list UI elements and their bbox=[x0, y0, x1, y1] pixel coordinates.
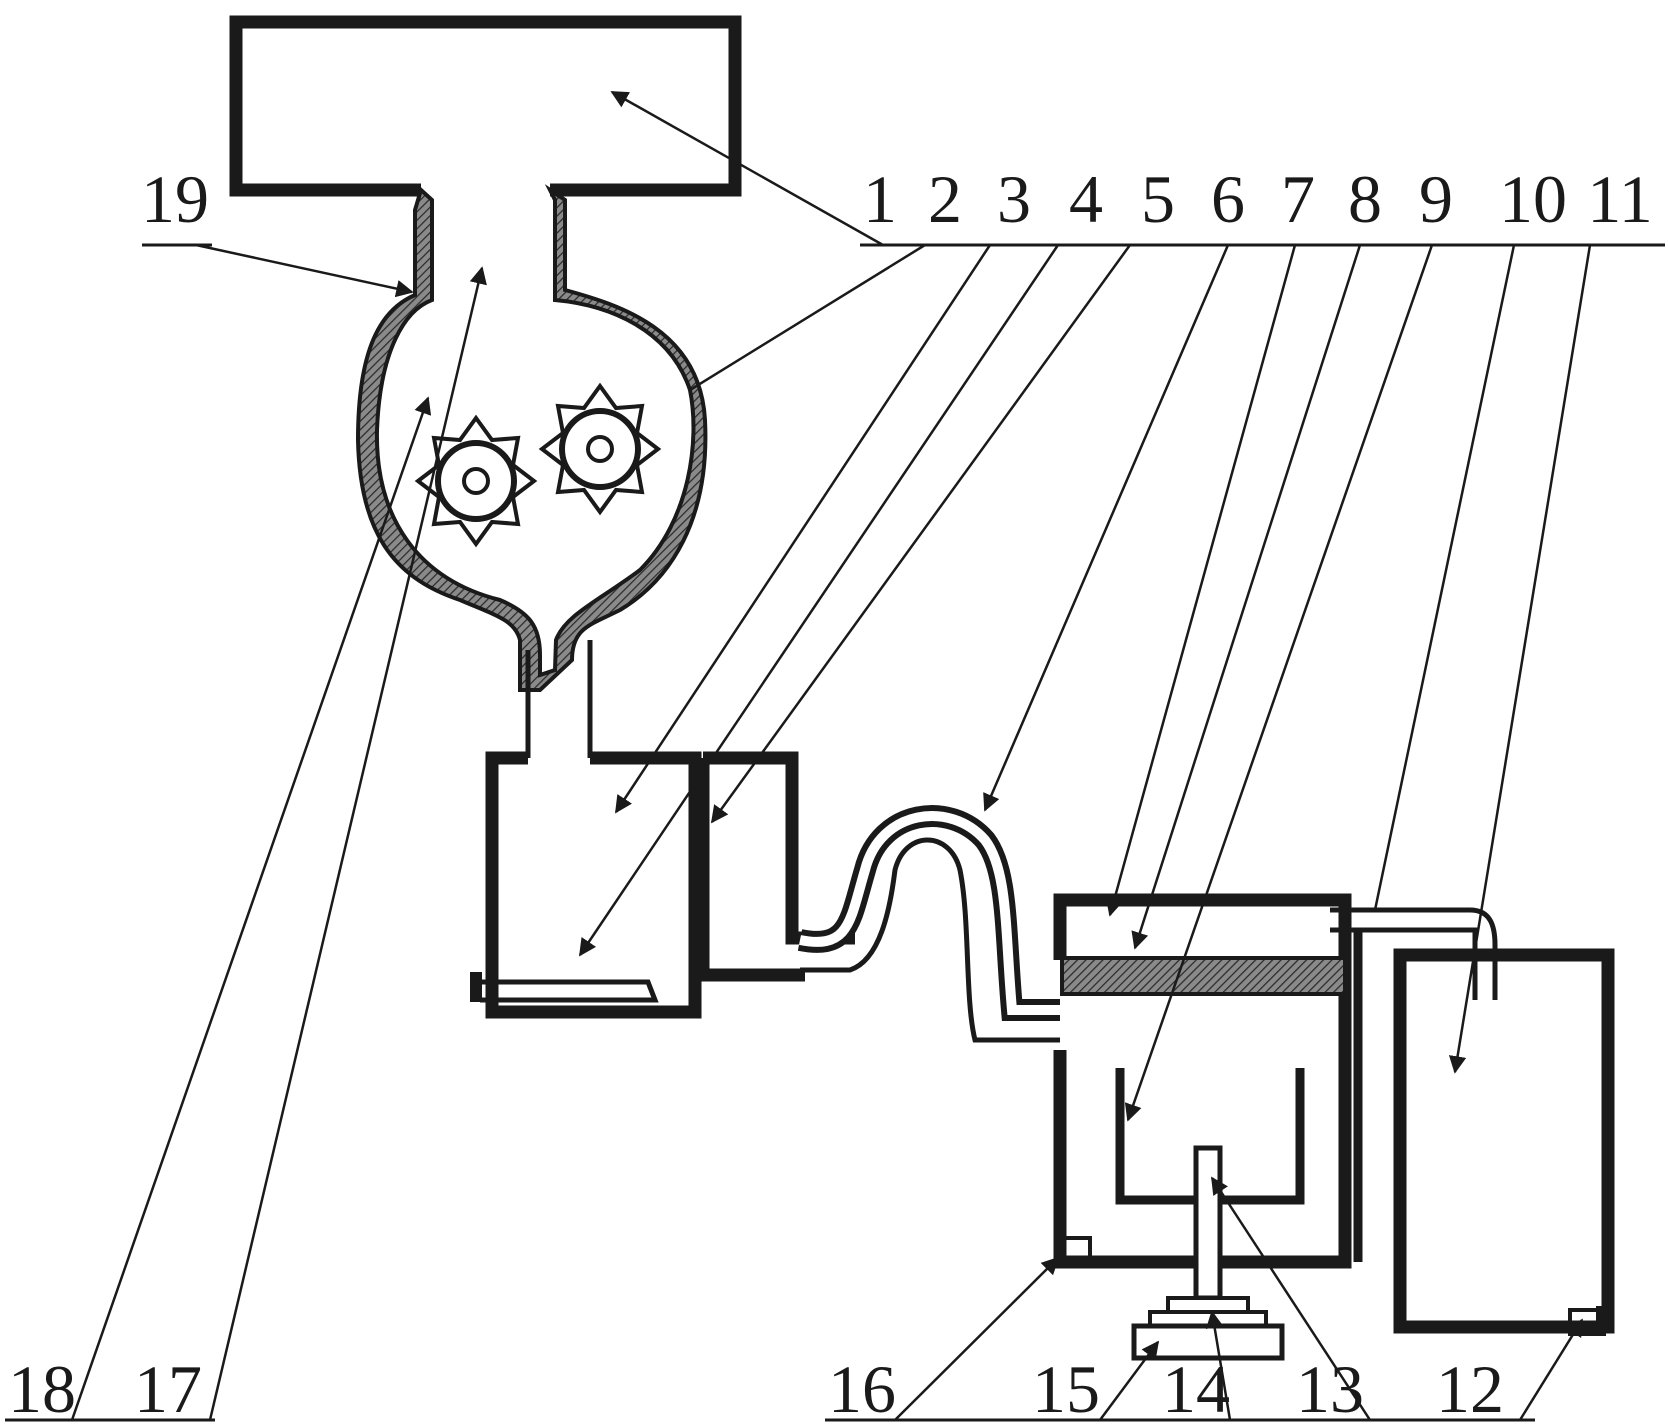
collection-box bbox=[470, 751, 855, 1019]
label-6: 6 bbox=[1211, 161, 1245, 237]
label-14: 14 bbox=[1162, 1351, 1230, 1427]
label-19: 19 bbox=[141, 161, 209, 237]
u-tube bbox=[797, 805, 1060, 1043]
label-17: 17 bbox=[134, 1351, 202, 1427]
right-gear bbox=[538, 382, 662, 516]
label-4: 4 bbox=[1069, 161, 1103, 237]
label-16: 16 bbox=[828, 1351, 896, 1427]
left-gear bbox=[414, 414, 538, 548]
label-8: 8 bbox=[1348, 161, 1382, 237]
label-5: 5 bbox=[1141, 161, 1175, 237]
label-7: 7 bbox=[1281, 161, 1315, 237]
top-labels: 19 1 2 3 4 5 6 7 8 9 10 11 bbox=[141, 161, 1665, 247]
label-10: 10 bbox=[1499, 161, 1567, 237]
label-3: 3 bbox=[997, 161, 1031, 237]
storage-tank bbox=[1393, 948, 1615, 1336]
label-18: 18 bbox=[8, 1351, 76, 1427]
top-hopper bbox=[229, 15, 742, 197]
label-13: 13 bbox=[1296, 1351, 1364, 1427]
label-15: 15 bbox=[1032, 1351, 1100, 1427]
crushing-chamber bbox=[355, 184, 708, 758]
label-12: 12 bbox=[1436, 1351, 1504, 1427]
label-2: 2 bbox=[928, 161, 962, 237]
bottom-labels: 18 17 16 15 14 13 12 bbox=[5, 1351, 1535, 1427]
label-9: 9 bbox=[1419, 161, 1453, 237]
leader-lines bbox=[70, 90, 1592, 1421]
label-1: 1 bbox=[863, 161, 897, 237]
label-11: 11 bbox=[1587, 161, 1652, 237]
